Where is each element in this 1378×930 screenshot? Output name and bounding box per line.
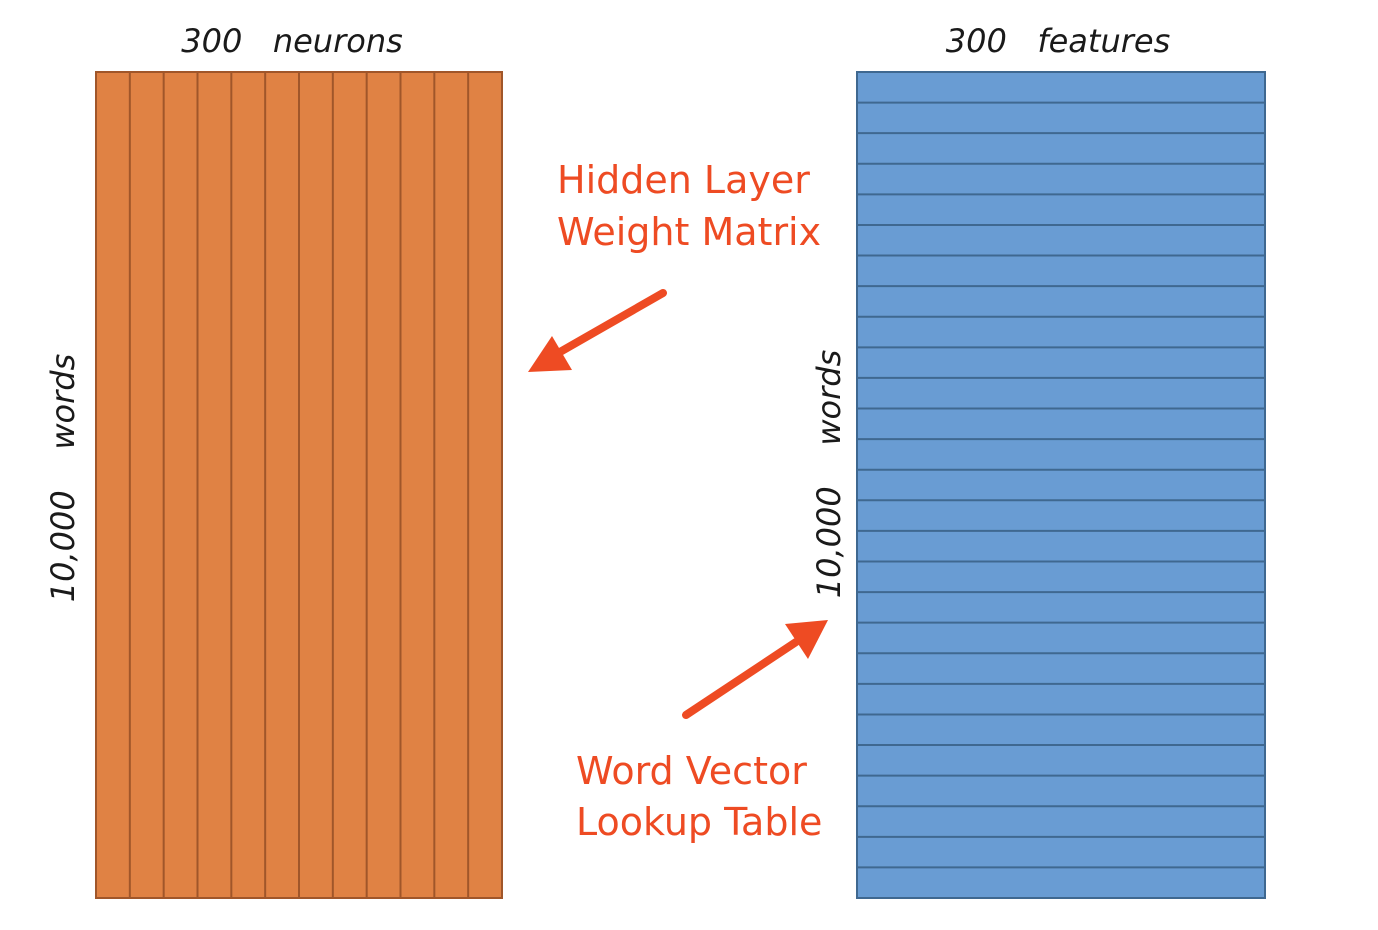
hidden-layer-callout: Hidden Layer Weight Matrix — [557, 158, 822, 254]
right-matrix-body — [856, 71, 1266, 899]
right-matrix-side-label: 10,000 words — [810, 350, 848, 599]
right-matrix-rows — [857, 101, 1265, 869]
hidden-layer-arrow-icon — [528, 289, 667, 372]
left-matrix-side-label: 10,000 words — [44, 354, 82, 603]
lookup-table-callout-line-1: Word Vector — [576, 749, 807, 793]
right-matrix-top-label: 300 features — [946, 22, 1171, 60]
word-vector-lookup-table — [856, 71, 1266, 899]
hidden-layer-weight-matrix — [95, 71, 503, 899]
hidden-layer-callout-line-1: Hidden Layer — [557, 158, 810, 202]
hidden-layer-callout-line-2: Weight Matrix — [557, 210, 821, 254]
lookup-table-arrow-icon — [682, 620, 828, 719]
left-matrix-columns — [128, 72, 470, 898]
lookup-table-callout-line-2: Lookup Table — [576, 800, 822, 844]
left-matrix-top-label: 300 neurons — [181, 22, 403, 60]
lookup-table-callout: Word Vector Lookup Table — [576, 749, 822, 844]
